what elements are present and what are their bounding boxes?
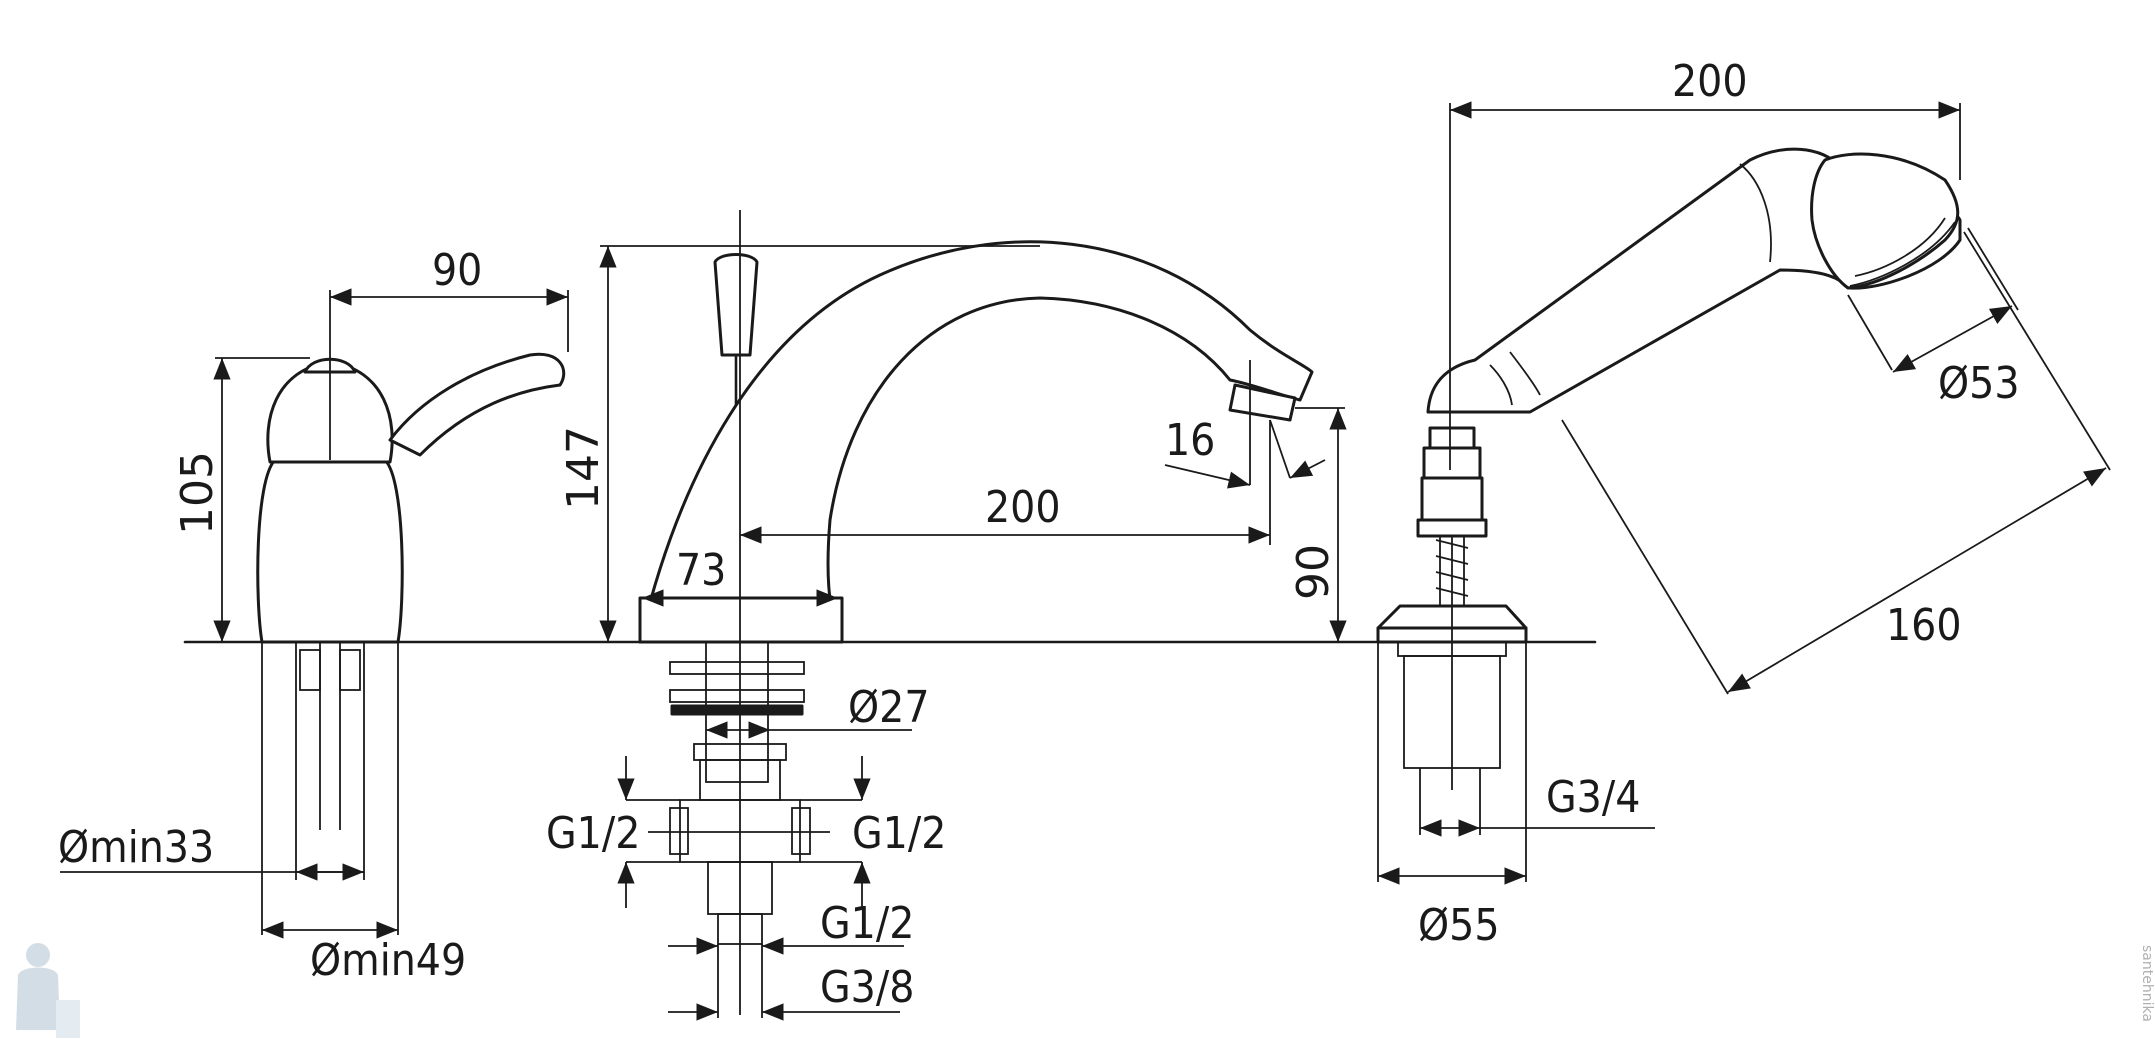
label-holder-base: Ø55 [1418, 900, 1500, 951]
label-shower-head: Ø53 [1938, 358, 2020, 409]
label-holder-thread: G3/4 [1546, 772, 1640, 823]
label-outlet-height: 90 [1288, 544, 1339, 600]
hand-shower-unit [1376, 147, 1962, 790]
label-spout-reach: 200 [985, 482, 1061, 533]
label-inlet-right: G1/2 [852, 808, 946, 859]
label-spout-base: 73 [676, 545, 726, 596]
dim-line-shower-head [1892, 305, 2013, 373]
label-shower-length: 200 [1672, 56, 1748, 107]
dim-line-shower-diagonal [1727, 467, 2107, 693]
label-spout-stem: Ø27 [848, 682, 930, 733]
label-hole-outer: Ømin49 [310, 935, 466, 986]
label-inlet-left: G1/2 [546, 808, 640, 859]
mixer-handle-unit [256, 352, 566, 935]
bath-spout-unit [638, 210, 1314, 1015]
label-outlet-thread: G1/2 [820, 898, 914, 949]
label-outlet-offset: 16 [1165, 415, 1215, 466]
label-mixer-height: 105 [172, 451, 223, 535]
watermark-text: santehnika [2139, 945, 2155, 1022]
watermark-plumber-logo [16, 943, 80, 1038]
label-shower-diagonal: 160 [1886, 600, 1962, 651]
label-outlet-thread-2: G3/8 [820, 962, 914, 1013]
label-lever-reach: 90 [432, 245, 482, 296]
label-hole-inner: Ømin33 [58, 822, 214, 873]
label-spout-height: 147 [558, 426, 609, 510]
dim-line-outlet-offset [1164, 464, 1251, 489]
